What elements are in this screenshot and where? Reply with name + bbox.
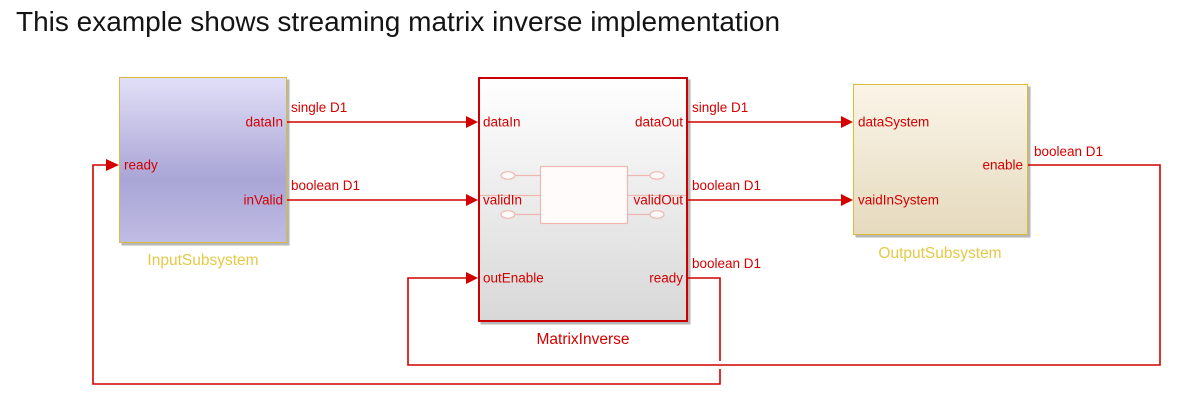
signal-label-ready-loop: boolean D1: [692, 256, 762, 271]
arrowhead-vaidinsystem-icon: [841, 194, 853, 206]
arrowhead-validin-icon: [466, 194, 478, 206]
block-name-output-subsystem[interactable]: OutputSubsystem: [878, 245, 1002, 262]
output-port-datasystem: dataSystem: [858, 114, 930, 130]
matrix-port-dataout: dataOut: [634, 114, 683, 130]
block-name-input-subsystem[interactable]: InputSubsystem: [147, 252, 259, 269]
output-port-vaidinsystem: vaidInSystem: [858, 192, 940, 208]
output-port-enable: enable: [982, 157, 1023, 173]
arrowhead-outenable-icon: [466, 272, 478, 284]
matrix-port-validout: validOut: [633, 192, 683, 208]
signal-label-in-data: single D1: [291, 100, 348, 115]
block-name-matrix-inverse[interactable]: MatrixInverse: [536, 331, 630, 348]
input-port-invalid: inValid: [243, 192, 283, 208]
signal-label-enable-loop: boolean D1: [1034, 144, 1104, 159]
signal-label-out-valid: boolean D1: [692, 178, 762, 193]
signal-label-in-valid: boolean D1: [291, 178, 361, 193]
matrix-port-datain: dataIn: [483, 114, 521, 130]
signal-label-out-data: single D1: [692, 100, 749, 115]
matrix-port-outenable: outEnable: [483, 270, 544, 286]
matrix-port-validin: validIn: [483, 192, 523, 208]
arrowhead-datasystem-icon: [841, 116, 853, 128]
arrowhead-datain-icon: [466, 116, 478, 128]
input-port-datain: dataIn: [245, 114, 283, 130]
matrix-port-ready: ready: [649, 270, 683, 286]
arrowhead-ready-icon: [106, 159, 119, 171]
page-title: This example shows streaming matrix inve…: [16, 6, 781, 37]
input-port-ready: ready: [124, 157, 158, 173]
